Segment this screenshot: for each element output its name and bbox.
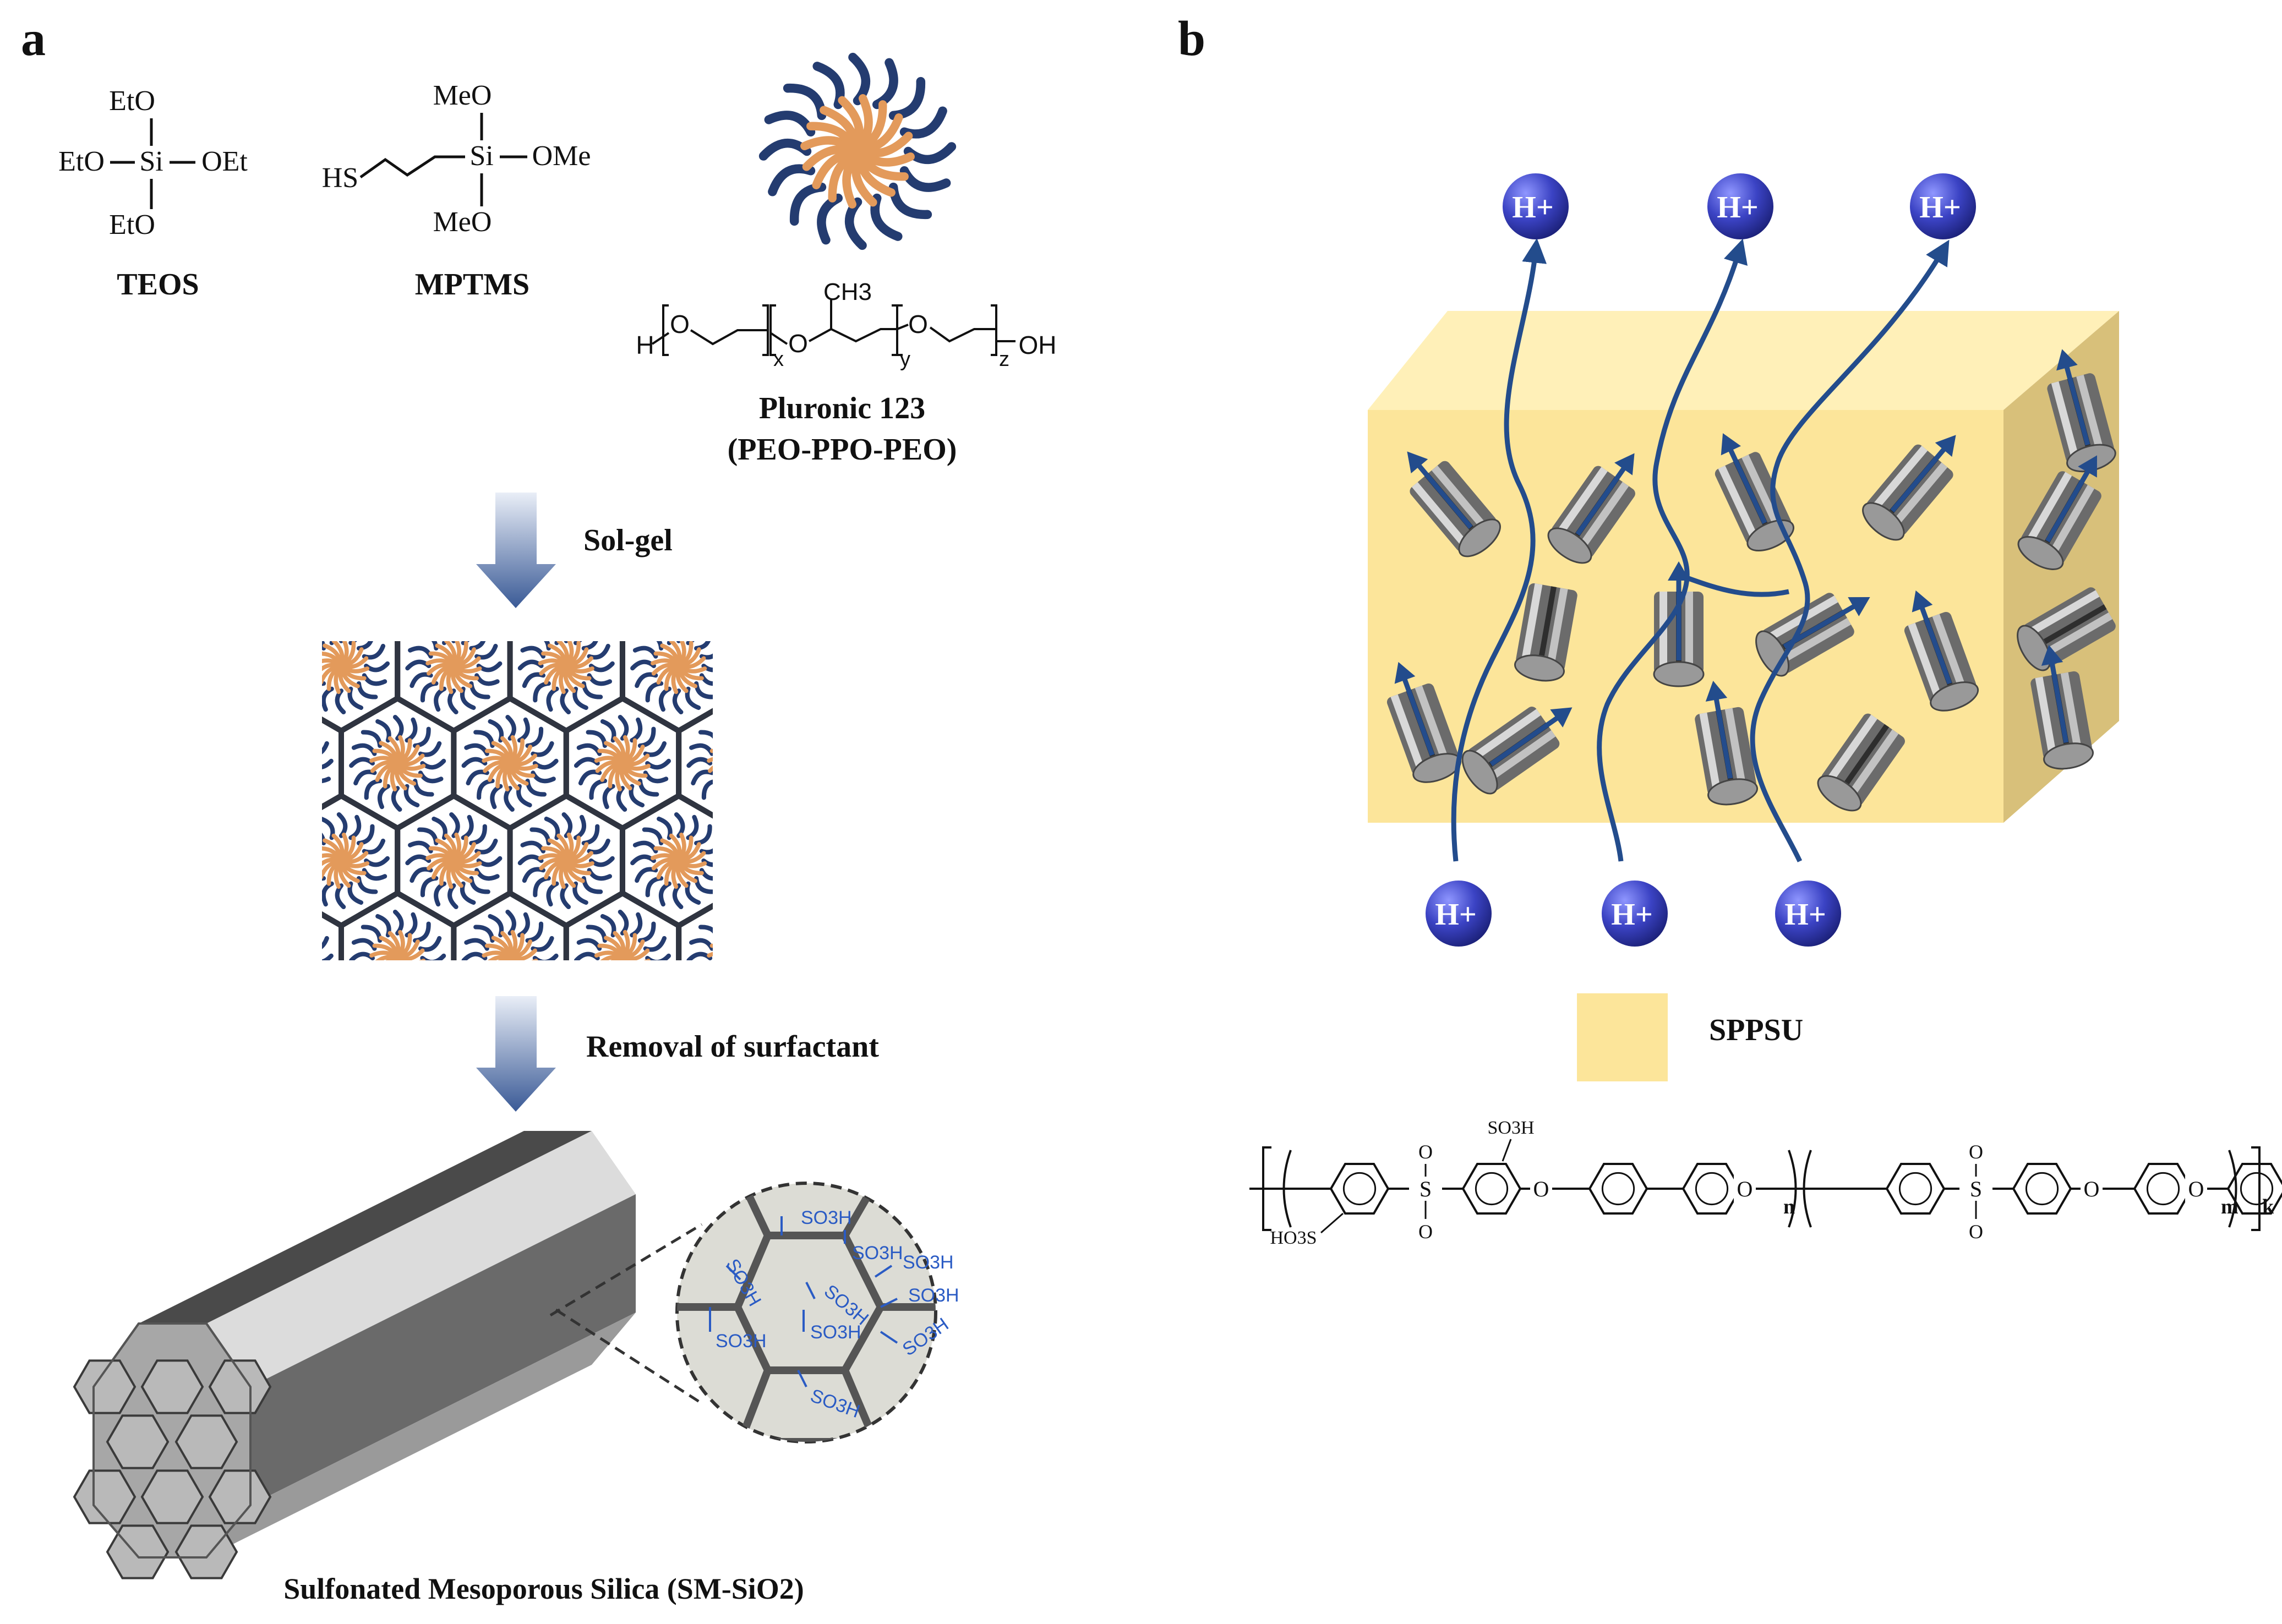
formula-ch3: CH3 — [823, 278, 872, 305]
polymer-label: O — [1969, 1141, 1983, 1163]
mptms-right-group: OMe — [532, 140, 591, 172]
proton-label: H+ — [1717, 190, 1758, 225]
silica-rod — [1653, 561, 1705, 687]
polymer-subscript-n: n — [1783, 1195, 1795, 1218]
teos-center-atom: Si — [139, 146, 163, 177]
teos-left-group: EtO — [58, 146, 105, 177]
subscript-y: y — [900, 348, 910, 371]
mesoporous-silica-rod — [73, 1131, 636, 1579]
polymer-label: O — [1418, 1221, 1433, 1243]
proton-label: H+ — [1435, 898, 1476, 932]
zoom-connector-top — [549, 1223, 703, 1317]
proton-icon: H+ — [1775, 881, 1841, 947]
mptms-structure: MeO Si OMe MeO HS MPTMS — [322, 80, 591, 302]
silica-rod — [1461, 707, 1573, 795]
sol-gel-label: Sol-gel — [583, 523, 673, 557]
polymer-subscript-k: k — [2262, 1195, 2274, 1218]
zoom-connector-bottom — [555, 1308, 703, 1405]
silica-rod — [2047, 349, 2116, 473]
sulfonic-group-label: SO3H — [903, 1252, 954, 1273]
formula-oh: OH — [1019, 331, 1057, 359]
proton-label: H+ — [1611, 898, 1652, 932]
sulfonic-group-label: SO3H — [810, 1322, 861, 1343]
sulfonic-group-label: SO3H — [852, 1243, 903, 1264]
micelle-lattice — [322, 641, 713, 960]
silica-rod — [2017, 587, 2116, 671]
proton-icon: H+ — [1707, 173, 1773, 239]
panel-a-label: a — [21, 12, 46, 66]
proton-label: H+ — [1512, 190, 1553, 225]
silica-rod — [2030, 644, 2094, 770]
mptms-thiol: HS — [322, 162, 358, 194]
panel-b-label: b — [1178, 12, 1205, 66]
pluronic-formula — [651, 300, 1016, 356]
silica-rod — [1904, 590, 1979, 712]
polymer-label: O — [1737, 1177, 1753, 1201]
polymer-label: S — [1970, 1177, 1982, 1201]
product-label: Sulfonated Mesoporous Silica (SM-SiO2) — [283, 1572, 804, 1605]
polymer-label: O — [2084, 1177, 2100, 1201]
sulfonic-group-label: SO3H — [716, 1331, 767, 1352]
silica-rod — [1386, 661, 1462, 783]
polymer-label: SO3H — [1487, 1118, 1534, 1138]
formula-o2: O — [788, 329, 808, 358]
polymer-label: O — [1418, 1141, 1433, 1163]
formula-o1: O — [670, 310, 690, 338]
pluronic-composition: (PEO-PPO-PEO) — [728, 433, 957, 467]
teos-structure: EtO EtO Si OEt EtO TEOS — [58, 85, 248, 302]
proton-icon: H+ — [1910, 173, 1976, 239]
pluronic-formula-labels: H O O O CH3 x y z OH Pluronic 123 (PEO-P… — [636, 278, 1056, 467]
silica-rod — [1862, 435, 1956, 541]
dispersed-silica-rods — [1386, 349, 2116, 812]
polymer-label: O — [1533, 1177, 1549, 1201]
silica-rod — [1407, 451, 1501, 557]
silica-rod — [2017, 455, 2101, 570]
proton-icon: H+ — [1426, 881, 1492, 947]
surfactant-removal-arrow — [476, 996, 556, 1112]
spssu-legend-label: SPPSU — [1709, 1013, 1803, 1047]
proton-icon: H+ — [1503, 173, 1569, 239]
proton-label: H+ — [1919, 190, 1961, 225]
teos-bottom-group: EtO — [109, 209, 155, 240]
formula-o3: O — [908, 310, 928, 338]
proton-icon: H+ — [1602, 881, 1668, 947]
subscript-x: x — [773, 348, 784, 371]
sol-gel-arrow — [476, 493, 556, 608]
silica-rod — [1817, 713, 1905, 812]
proton-label: H+ — [1784, 898, 1826, 932]
sulfonic-group-label: SO3H — [908, 1285, 959, 1306]
mptms-top-group: MeO — [433, 80, 492, 111]
silica-rod — [1514, 583, 1577, 682]
formula-h: H — [636, 331, 654, 359]
pluronic-name: Pluronic 123 — [759, 391, 925, 425]
polymer-label: O — [2188, 1177, 2204, 1201]
teos-top-group: EtO — [109, 85, 155, 117]
teos-name: TEOS — [117, 267, 199, 302]
teos-right-group: OEt — [201, 146, 248, 177]
proton-group: H+ H+ H+ H+ H+ H+ — [1426, 173, 1976, 947]
surfactant-removal-label: Removal of surfactant — [586, 1030, 879, 1064]
polymer-label: S — [1420, 1177, 1432, 1201]
polymer-label: HO3S — [1270, 1228, 1317, 1248]
proton-pathways — [1451, 238, 1950, 862]
mptms-name: MPTMS — [415, 267, 529, 302]
polymer-label: O — [1969, 1221, 1983, 1243]
silica-rod — [1695, 680, 1759, 806]
subscript-z: z — [999, 348, 1009, 371]
spssu-legend-swatch — [1577, 993, 1668, 1081]
mptms-center-atom: Si — [469, 140, 493, 172]
micelle-icon — [758, 52, 957, 250]
silica-rod — [1547, 453, 1635, 564]
sulfonic-group-label: SO3H — [801, 1207, 852, 1228]
mptms-bottom-group: MeO — [433, 206, 492, 238]
polymer-subscript-m: m — [2221, 1195, 2239, 1218]
